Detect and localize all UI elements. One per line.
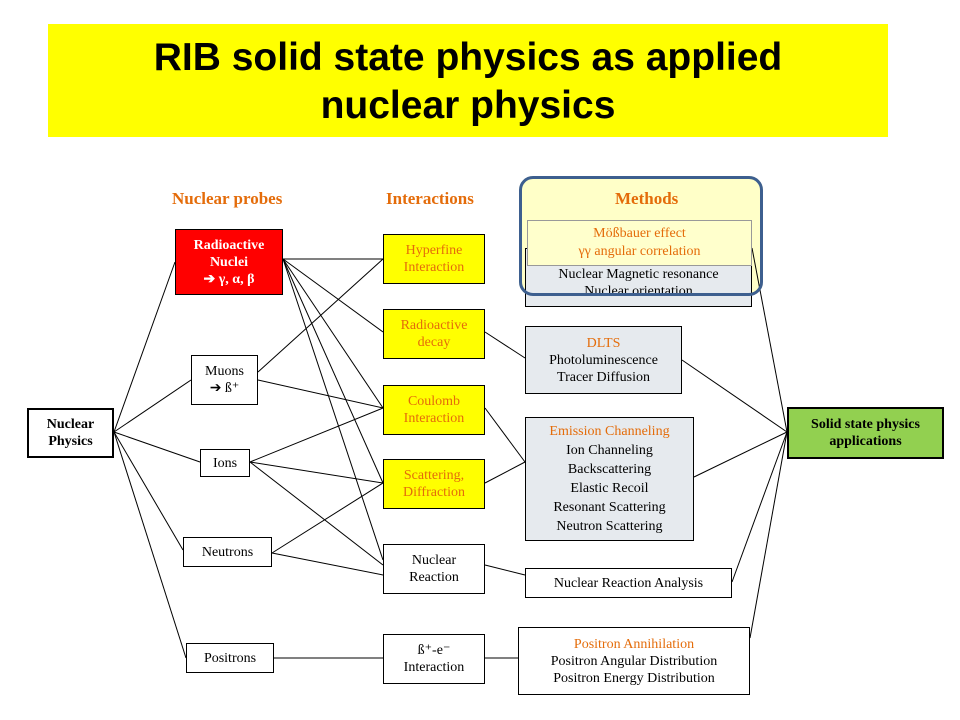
connector [731, 431, 788, 583]
probe-positrons-label: Positrons [203, 650, 257, 666]
interaction-beta-e-line-1: ß⁺-e⁻ [417, 643, 451, 658]
method-dlts-line-2: Photoluminescence [549, 352, 658, 368]
connector [484, 564, 526, 576]
interaction-coulomb: Coulomb Interaction [383, 385, 485, 435]
method-dlts-line-3: Tracer Diffusion [557, 369, 650, 385]
method-positron-line-1: Positron Annihilation [573, 636, 695, 652]
connector [749, 431, 788, 639]
interaction-beta-electron: ß⁺-e⁻ Interaction [383, 634, 485, 684]
probe-ions-label: Ions [212, 455, 238, 471]
applications-line-2: applications [829, 434, 902, 449]
connector [751, 247, 788, 433]
page-title: RIB solid state physics as applied nucle… [48, 34, 888, 130]
applications-box: Solid state physics applications [787, 407, 944, 459]
probe-radioactive-line-3: ➔ γ, α, β [203, 271, 255, 287]
connector [113, 431, 184, 551]
connector [113, 431, 187, 659]
interaction-nuclear-reaction-line-1: Nuclear [411, 553, 457, 568]
method-mossbauer-line-1: Mößbauer effect [593, 226, 686, 241]
heading-methods: Methods [615, 189, 679, 208]
interaction-hyperfine: Hyperfine Interaction [383, 234, 485, 284]
method-channeling-line-2: Ion Channeling [566, 443, 653, 458]
probe-radioactive-nuclei: Radioactive Nuclei ➔ γ, α, β [175, 229, 283, 295]
method-nra-box: Nuclear Reaction Analysis [525, 568, 732, 598]
connector [681, 359, 788, 433]
connector [271, 482, 384, 554]
connector [257, 258, 384, 373]
probe-muons-line-1: Muons [205, 364, 244, 379]
connector [282, 258, 384, 561]
interaction-hyperfine-line-2: Interaction [403, 260, 465, 275]
probe-neutrons: Neutrons [183, 537, 272, 567]
interaction-radioactive-decay: Radioactive decay [383, 309, 485, 359]
interaction-scattering: Scattering, Diffraction [383, 459, 485, 509]
connector [113, 431, 201, 463]
connector [282, 258, 384, 484]
connector [113, 379, 192, 433]
probe-neutrons-label: Neutrons [201, 544, 254, 560]
probe-positrons: Positrons [186, 643, 274, 673]
probe-ions: Ions [200, 449, 250, 477]
connector [484, 461, 526, 484]
interaction-beta-e-line-2: Interaction [403, 660, 465, 675]
interaction-nuclear-reaction: Nuclear Reaction [383, 544, 485, 594]
method-mossbauer-box: Mößbauer effect γγ angular correlation [527, 220, 752, 266]
methods-highlight-border [519, 176, 763, 296]
connector [257, 379, 384, 409]
heading-interactions: Interactions [386, 189, 474, 208]
applications-line-1: Solid state physics [811, 417, 920, 432]
connector [282, 258, 384, 333]
interaction-scattering-line-1: Scattering, [403, 468, 465, 483]
connector [249, 461, 384, 484]
probe-radioactive-line-1: Radioactive [193, 237, 265, 253]
method-channeling-line-4: Elastic Recoil [570, 481, 649, 496]
method-positron-box: Positron Annihilation Positron Angular D… [518, 627, 750, 695]
method-channeling-line-6: Neutron Scattering [556, 519, 663, 534]
method-nmr-line-1: Nuclear Magnetic resonance [558, 267, 719, 282]
probe-radioactive-line-2: Nuclei [209, 254, 249, 270]
interaction-coulomb-line-2: Interaction [403, 411, 465, 426]
title-line-2: nuclear physics [320, 84, 616, 127]
interaction-decay-line-1: Radioactive [400, 318, 468, 333]
method-mossbauer-line-2: γγ angular correlation [578, 244, 701, 259]
connector [271, 552, 384, 576]
title-line-1: RIB solid state physics as applied [153, 36, 783, 79]
method-positron-line-2: Positron Angular Distribution [550, 653, 718, 669]
interaction-nuclear-reaction-line-2: Reaction [409, 570, 459, 585]
heading-nuclear-probes: Nuclear probes [172, 189, 283, 208]
connector [693, 431, 788, 478]
probe-muons-line-2: ➔ ß⁺ [209, 381, 240, 396]
connector [249, 461, 384, 566]
method-nra-label: Nuclear Reaction Analysis [553, 575, 704, 591]
nuclear-physics-line-2: Physics [48, 434, 93, 449]
method-dlts-box: DLTS Photoluminescence Tracer Diffusion [525, 326, 682, 394]
connector [113, 261, 176, 433]
interaction-coulomb-line-1: Coulomb [407, 394, 461, 409]
method-channeling-line-3: Backscattering [567, 462, 652, 477]
connector [484, 331, 526, 359]
connector [484, 407, 526, 463]
method-channeling-box: Emission Channeling Ion Channeling Backs… [525, 417, 694, 541]
method-channeling-line-1: Emission Channeling [549, 424, 670, 439]
method-channeling-line-5: Resonant Scattering [553, 500, 666, 515]
title-banner [48, 24, 888, 137]
method-dlts-line-1: DLTS [586, 335, 621, 351]
probe-muons: Muons ➔ ß⁺ [191, 355, 258, 405]
connector [282, 258, 384, 409]
interaction-decay-line-2: decay [417, 335, 451, 350]
connector [249, 407, 384, 463]
interaction-scattering-line-2: Diffraction [403, 485, 465, 500]
method-positron-line-3: Positron Energy Distribution [553, 670, 715, 686]
nuclear-physics-line-1: Nuclear [46, 417, 95, 432]
nuclear-physics-box: Nuclear Physics [27, 408, 114, 458]
interaction-hyperfine-line-1: Hyperfine [405, 243, 463, 258]
